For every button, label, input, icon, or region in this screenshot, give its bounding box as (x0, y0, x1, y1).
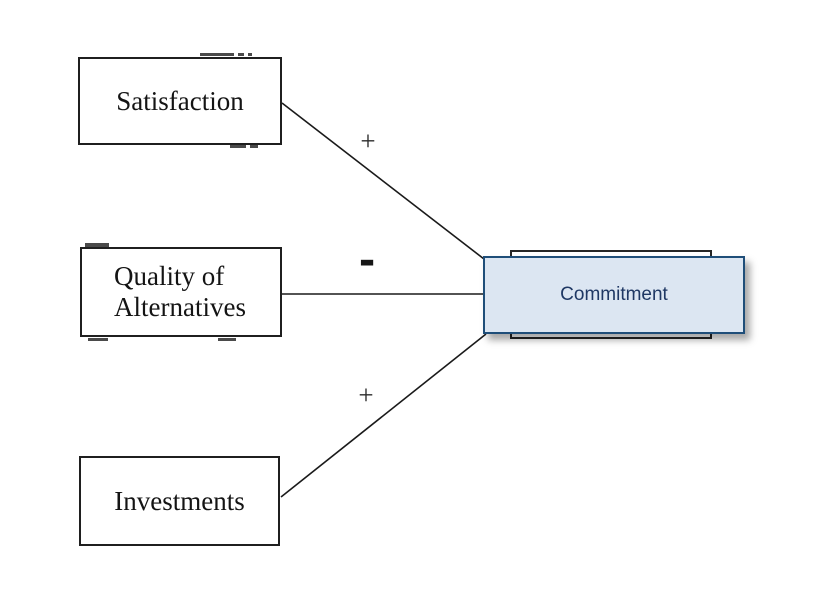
scan-artifact (85, 243, 109, 247)
node-satisfaction: Satisfaction (78, 57, 282, 145)
scan-artifact (230, 145, 246, 148)
edge-satisfaction-to-commitment (281, 102, 485, 260)
node-quality-of-alternatives-label-line1: Quality of (114, 261, 225, 291)
plus-sign-label: + (360, 125, 376, 156)
scan-artifact (218, 338, 236, 341)
minus-sign-label: - (358, 238, 376, 284)
edge-sign-quality-of-alternatives-negative: - (347, 238, 387, 284)
node-satisfaction-label: Satisfaction (116, 85, 244, 116)
node-commitment-label: Commitment (560, 284, 668, 305)
edge-investments-to-commitment (280, 333, 487, 498)
edge-sign-satisfaction-positive: + (348, 121, 388, 161)
node-investments-label: Investments (114, 485, 245, 516)
scan-artifact (250, 145, 258, 148)
scan-artifact (248, 53, 252, 56)
scan-artifact (238, 53, 244, 56)
edge-sign-investments-positive: + (346, 375, 386, 415)
scan-artifact (200, 53, 234, 56)
node-quality-of-alternatives-label-line2: Alternatives (114, 292, 246, 322)
node-commitment: Commitment (483, 256, 745, 334)
scan-artifact (88, 338, 108, 341)
plus-sign-label: + (358, 379, 374, 410)
node-investments: Investments (79, 456, 280, 546)
